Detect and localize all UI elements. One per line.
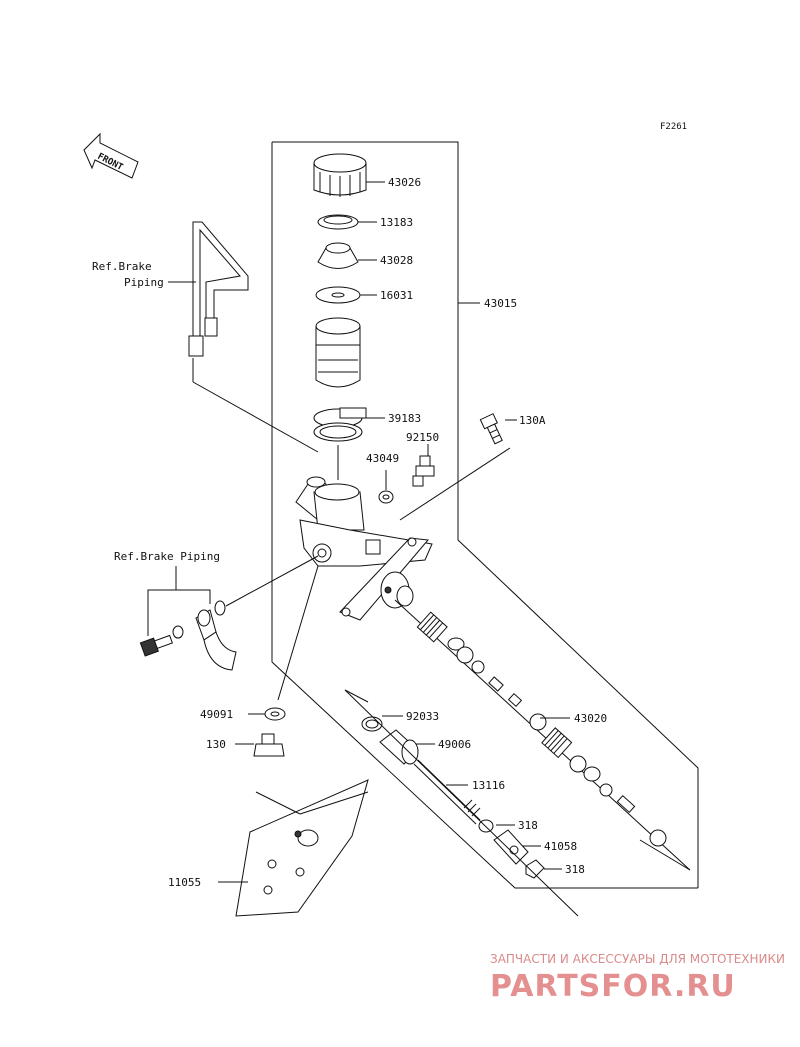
part-label-130: 130: [206, 738, 226, 751]
plate-part: [317, 214, 359, 230]
part-label-41058: 41058: [544, 840, 577, 853]
float-part: [315, 286, 361, 304]
clevis-part: [493, 829, 529, 865]
watermark-brand: PARTSFOR.RU: [490, 969, 736, 1004]
washer-49091-part: [264, 707, 286, 721]
master-cylinder-body: [295, 476, 433, 621]
dust-boot-part: [379, 729, 419, 765]
part-label-43026: 43026: [388, 176, 421, 189]
brake-pipe-lower: [139, 555, 319, 671]
part-label-13116: 13116: [472, 779, 505, 792]
part-label-49006: 49006: [438, 738, 471, 751]
bracket-plate-part: [235, 779, 369, 917]
part-label-92033: 92033: [406, 710, 439, 723]
diaphragm-part: [317, 242, 359, 269]
part-label-43028: 43028: [380, 254, 413, 267]
watermark-tagline: ЗАПЧАСТИ И АКСЕССУАРЫ ДЛЯ МОТОТЕХНИКИ: [490, 952, 785, 966]
part-label-43049: 43049: [366, 452, 399, 465]
front-arrow-icon: FRONT: [83, 132, 139, 179]
bolt-130a-part: [479, 413, 503, 445]
push-rod-part: [413, 759, 481, 825]
part-label-11055: 11055: [168, 876, 201, 889]
reservoir-part: [315, 317, 361, 388]
part-label-318-lower: 318: [565, 863, 585, 876]
part-label-13183: 13183: [380, 216, 413, 229]
part-label-43015: 43015: [484, 297, 517, 310]
assembly-bracket-43015: [271, 141, 699, 889]
ref-brake-piping-label-2: Piping: [124, 276, 164, 289]
part-label-130a: 130A: [519, 414, 546, 427]
hose-clamp-part: [313, 407, 367, 442]
fitting-92150-part: [412, 455, 435, 487]
reservoir-cap-part: [313, 153, 367, 197]
part-label-318: 318: [518, 819, 538, 832]
ref-brake-piping-label-lower: Ref.Brake Piping: [114, 550, 220, 563]
ref-brake-piping-label-1: Ref.Brake: [92, 260, 152, 273]
part-label-16031: 16031: [380, 289, 413, 302]
part-label-39183: 39183: [388, 412, 421, 425]
part-label-43020: 43020: [574, 712, 607, 725]
piston-assembly-part: [394, 599, 691, 871]
part-label-92150: 92150: [406, 431, 439, 444]
bleeder-130-part: [253, 733, 285, 757]
brake-pipe-upper: [188, 221, 319, 453]
circlip-part: [361, 716, 383, 732]
part-label-49091: 49091: [200, 708, 233, 721]
washer-43049-part: [378, 490, 394, 504]
figure-code: F2261: [660, 122, 687, 132]
nut-318-lower-part: [525, 859, 545, 879]
